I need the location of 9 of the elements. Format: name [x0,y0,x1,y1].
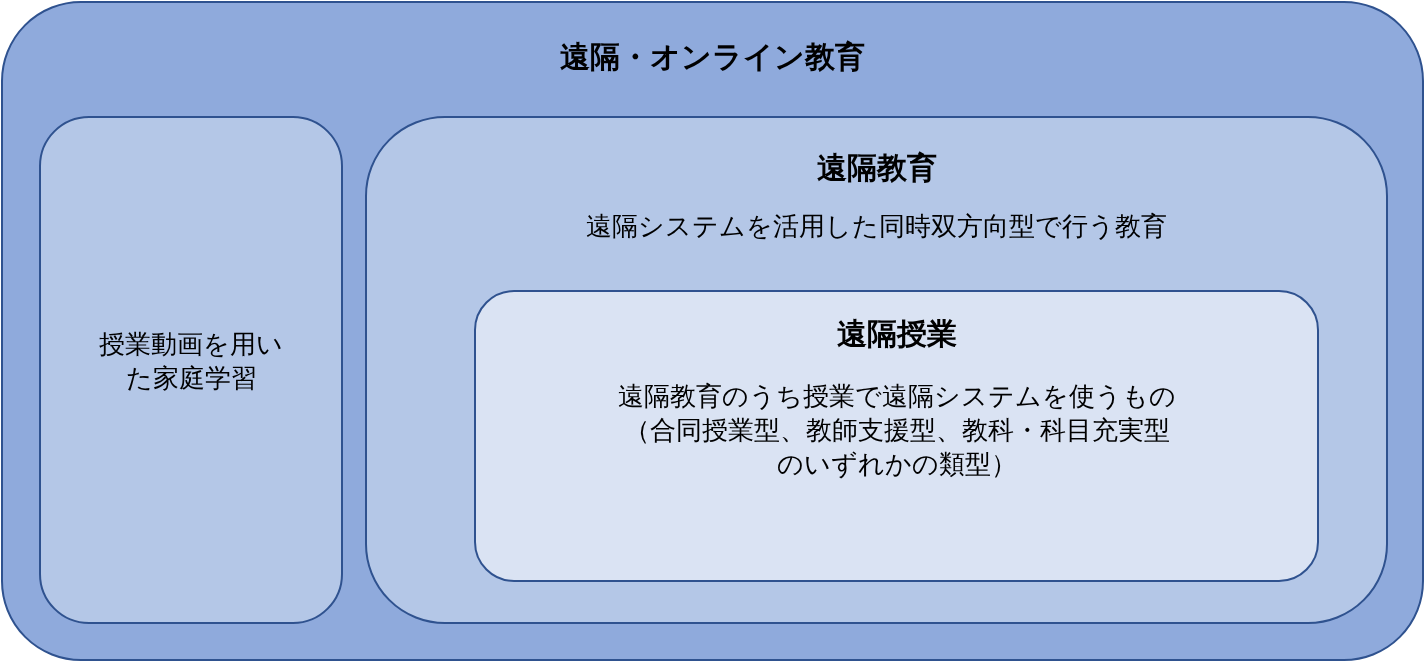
node-description: 遠隔システムを活用した同時双方向型で行う教育 [586,210,1167,243]
node-title: 遠隔・オンライン教育 [560,38,865,76]
node-title: 遠隔教育 [816,149,937,187]
node-description: 遠隔教育のうち授業で遠隔システムを使うもの（合同授業型、教師支援型、教科・科目充実型のいずれかの類型） [617,380,1176,481]
rounded-box [474,290,1319,582]
rounded-box [39,116,343,624]
node-text: 授業動画を用いた家庭学習 [98,328,284,395]
rounded-box [365,116,1388,624]
node-title: 遠隔授業 [836,315,957,353]
